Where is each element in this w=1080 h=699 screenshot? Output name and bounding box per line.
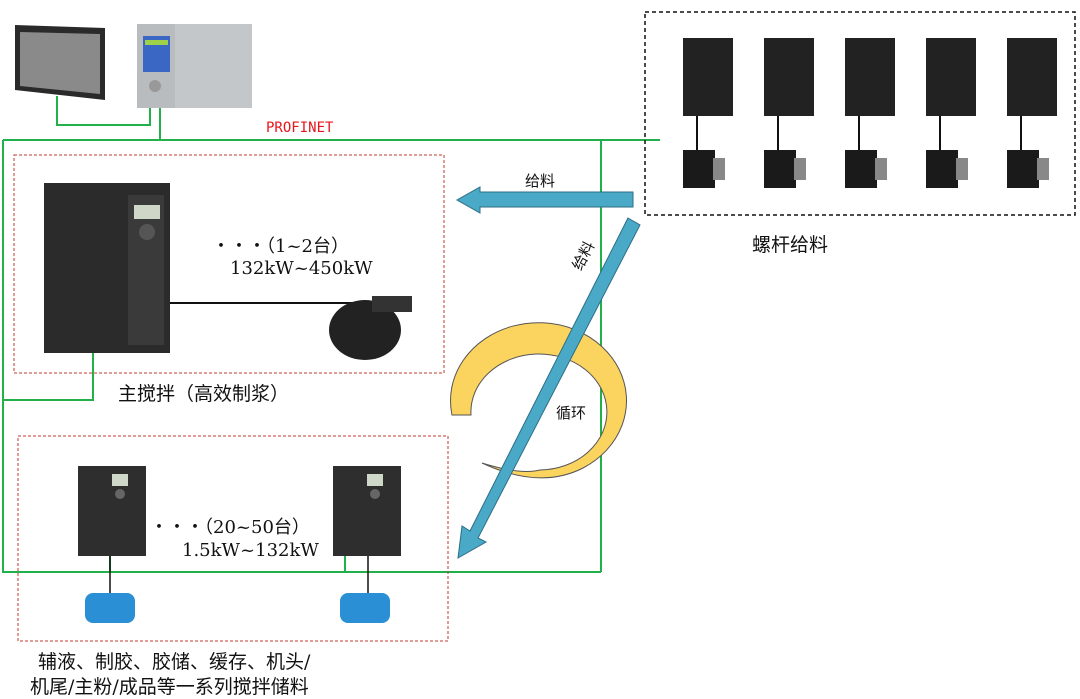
- main-mixer-caption: 主搅拌（高效制浆）: [118, 383, 290, 405]
- main-mixer-count: ・・・（1~2台）: [212, 236, 349, 257]
- aux-mixer-caption-2: 机尾/主粉/成品等一系列搅拌储料: [30, 676, 309, 698]
- servo-unit-icon: [845, 38, 895, 188]
- main-mixer-group: [13, 154, 445, 374]
- screw-feed-group: [644, 11, 1076, 216]
- profinet-label: PROFINET: [266, 120, 334, 136]
- aux-mixer-group: [17, 435, 449, 642]
- small-inverter-icon: [78, 466, 146, 556]
- servo-unit-icon: [1007, 38, 1057, 188]
- plc-icon: [137, 24, 252, 108]
- hmi-panel-icon: [15, 25, 105, 100]
- small-inverter-icon: [333, 466, 401, 556]
- feed-arrow-horizontal: [455, 186, 634, 214]
- servo-unit-icon: [764, 38, 814, 188]
- aux-mixer-caption-1: 辅液、制胶、胶储、缓存、机头/: [38, 651, 311, 673]
- cycle-label: 循环: [556, 404, 587, 422]
- screw-feed-label: 螺杆给料: [752, 234, 829, 256]
- profinet-bus: [2, 96, 660, 573]
- large-motor-icon: [329, 296, 412, 360]
- servo-drives: [683, 38, 1057, 188]
- small-motor-icon: [340, 593, 390, 623]
- small-motor-icon: [85, 593, 135, 623]
- main-mixer-power: 132kW~450kW: [230, 258, 373, 279]
- large-inverter-icon: [44, 183, 170, 353]
- aux-mixer-count: ・・・（20~50台）: [150, 517, 310, 538]
- servo-unit-icon: [926, 38, 976, 188]
- servo-unit-icon: [683, 38, 733, 188]
- feed-arrow-diagonal: [457, 217, 641, 559]
- feed-label-horizontal: 给料: [525, 172, 556, 190]
- aux-mixer-power: 1.5kW~132kW: [182, 540, 319, 561]
